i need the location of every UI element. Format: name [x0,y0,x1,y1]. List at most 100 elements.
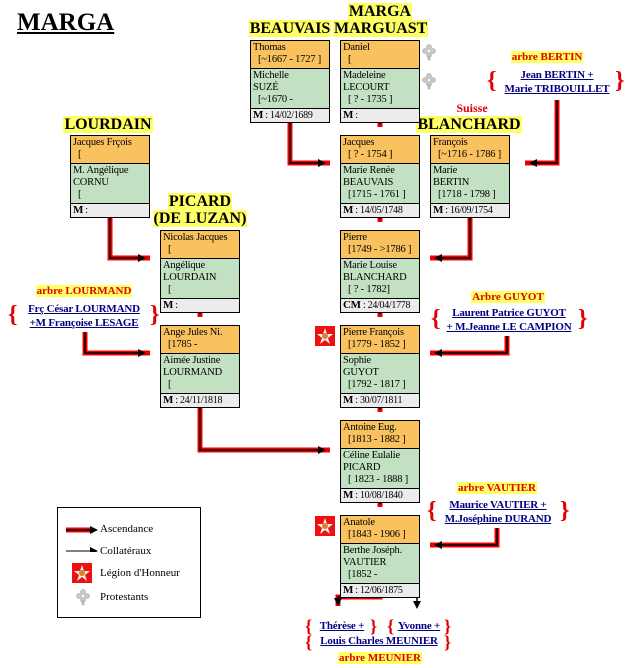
protestant-cross-icon [76,589,90,606]
arrow-vautier-to-anatole [430,528,500,548]
link-guyot-line2[interactable]: + M.Jeanne LE CAMPION [446,321,572,333]
legend-protestants: Protestants [100,591,149,603]
legend-ascendance: Ascendance [100,523,154,535]
brace-right: } [444,616,452,636]
wife-dates: [ [168,379,172,390]
link-therese[interactable]: Thérèse + [319,620,365,632]
marriage-date: M : 24/11/1818 [161,394,239,407]
marriage-date: M : 14/02/1689 [251,109,329,122]
link-guyot-line1[interactable]: Laurent Patrice GUYOT [452,307,566,319]
protestant-cross-icon [422,73,436,90]
wife-dates: [1715 - 1761 ] [348,189,406,200]
link-vautier-line1[interactable]: Maurice VAUTIER + [449,499,547,511]
brace-right: } [444,632,452,652]
husband-name: Pierre François [343,327,404,338]
link-lourmand-line2[interactable]: +M Françoise LESAGE [29,317,139,329]
wife-dates: [~1670 - [258,94,293,105]
wife-dates: [1718 - 1798 ] [438,189,496,200]
husband-dates: [1843 - 1906 ] [348,529,406,540]
marriage-date: M : 16/09/1754 [431,204,509,217]
wife-first-name: Michelle [253,70,289,81]
page-title: MARGA [17,9,115,36]
arrow-lourmand-to-ange [82,332,150,356]
wife-first-name: Aimée Justine [163,355,221,366]
family-label-de-luzan: (DE LUZAN) [152,210,248,227]
wife-first-name: Céline Eulalie [343,450,400,461]
marriage-date: M : [161,299,239,312]
wife-last-name: SUZÉ [253,82,279,93]
wife-last-name: GUYOT [343,367,379,378]
link-yvonne[interactable]: Yvonne + [397,620,441,632]
wife-first-name: Marie [433,165,458,176]
wife-dates: [1792 - 1817 ] [348,379,406,390]
wife-last-name: LECOURT [343,82,390,93]
husband-name: François [433,137,468,148]
tree-title-bertin: arbre BERTIN [510,51,584,63]
legend-collateraux: Collatéraux [100,545,152,557]
marriage-date: M : [71,204,149,217]
link-lourmand-line1[interactable]: Frç César LOURMAND [28,303,140,315]
couple-box-antoine[interactable]: Antoine Eug.[1813 - 1882 ] Céline Eulali… [340,420,420,503]
marriage-date: M : 30/07/1811 [341,394,419,407]
wife-last-name: CORNU [73,177,109,188]
wife-last-name: BERTIN [433,177,470,188]
couple-box-anatole[interactable]: Anatole[1843 - 1906 ] Berthe Joséph.VAUT… [340,515,420,598]
husband-name: Ange Jules Ni. [163,327,223,338]
legion-honneur-icon [315,516,335,536]
link-meunier[interactable]: Louis Charles MEUNIER [320,635,438,647]
legion-honneur-icon [315,326,335,346]
link-bertin-line2[interactable]: Marie TRIBOUILLET [504,83,610,95]
family-label-beauvais: BEAUVAIS [248,20,332,37]
family-label-blanchard: BLANCHARD [416,116,522,133]
tree-title-guyot: Arbre GUYOT [471,291,545,303]
brace-right: } [578,306,588,332]
brace-right: } [370,616,378,636]
legion-honneur-icon [72,563,92,583]
wife-last-name: LOURDAIN [163,272,217,283]
wife-first-name: Berthe Joséph. [343,545,403,556]
marriage-date: CM : 24/04/1778 [341,299,419,312]
protestant-cross-icon [422,44,436,61]
link-bertin-line1[interactable]: Jean BERTIN + [520,69,594,81]
brace-left: { [427,498,437,524]
marriage-date: M : 10/08/1840 [341,489,419,502]
marriage-date: M : [341,109,419,122]
husband-name: Pierre [343,232,367,243]
brace-right: } [560,498,570,524]
wife-dates: [ 1823 - 1888 ] [348,474,408,485]
arrow-guyot-to-pierref [430,336,510,356]
link-vautier-line2[interactable]: M.Joséphine DURAND [444,513,552,525]
brace-left: { [305,632,313,652]
tree-title-vautier: arbre VAUTIER [457,482,537,494]
husband-dates: [ ? - 1754 ] [348,149,393,160]
brace-right: } [615,68,625,94]
legend-legion: Légion d'Honneur [100,567,180,579]
legend: Ascendance Collatéraux Légion d'Honneur … [57,507,201,618]
marriage-date: M : 12/06/1875 [341,584,419,597]
wife-last-name: BEAUVAIS [343,177,394,188]
husband-dates: [1749 - >1786 ] [348,244,412,255]
family-label-lourdain: LOURDAIN [63,116,153,133]
husband-name: Daniel [343,42,370,53]
brace-right: } [150,302,160,328]
husband-dates: [ [348,54,352,65]
husband-name: Anatole [343,517,375,528]
wife-first-name: Marie Renée [343,165,395,176]
husband-dates: [1785 - [168,339,198,350]
brace-left: { [387,616,395,636]
wife-first-name: Madeleine [343,70,386,81]
wife-dates: [ ? - 1782] [348,284,390,295]
husband-name: Jacques Frçois [73,137,132,148]
husband-name: Thomas [253,42,286,53]
family-label-marguast: MARGUAST [333,20,429,37]
family-label-marga: MARGA [347,3,413,20]
